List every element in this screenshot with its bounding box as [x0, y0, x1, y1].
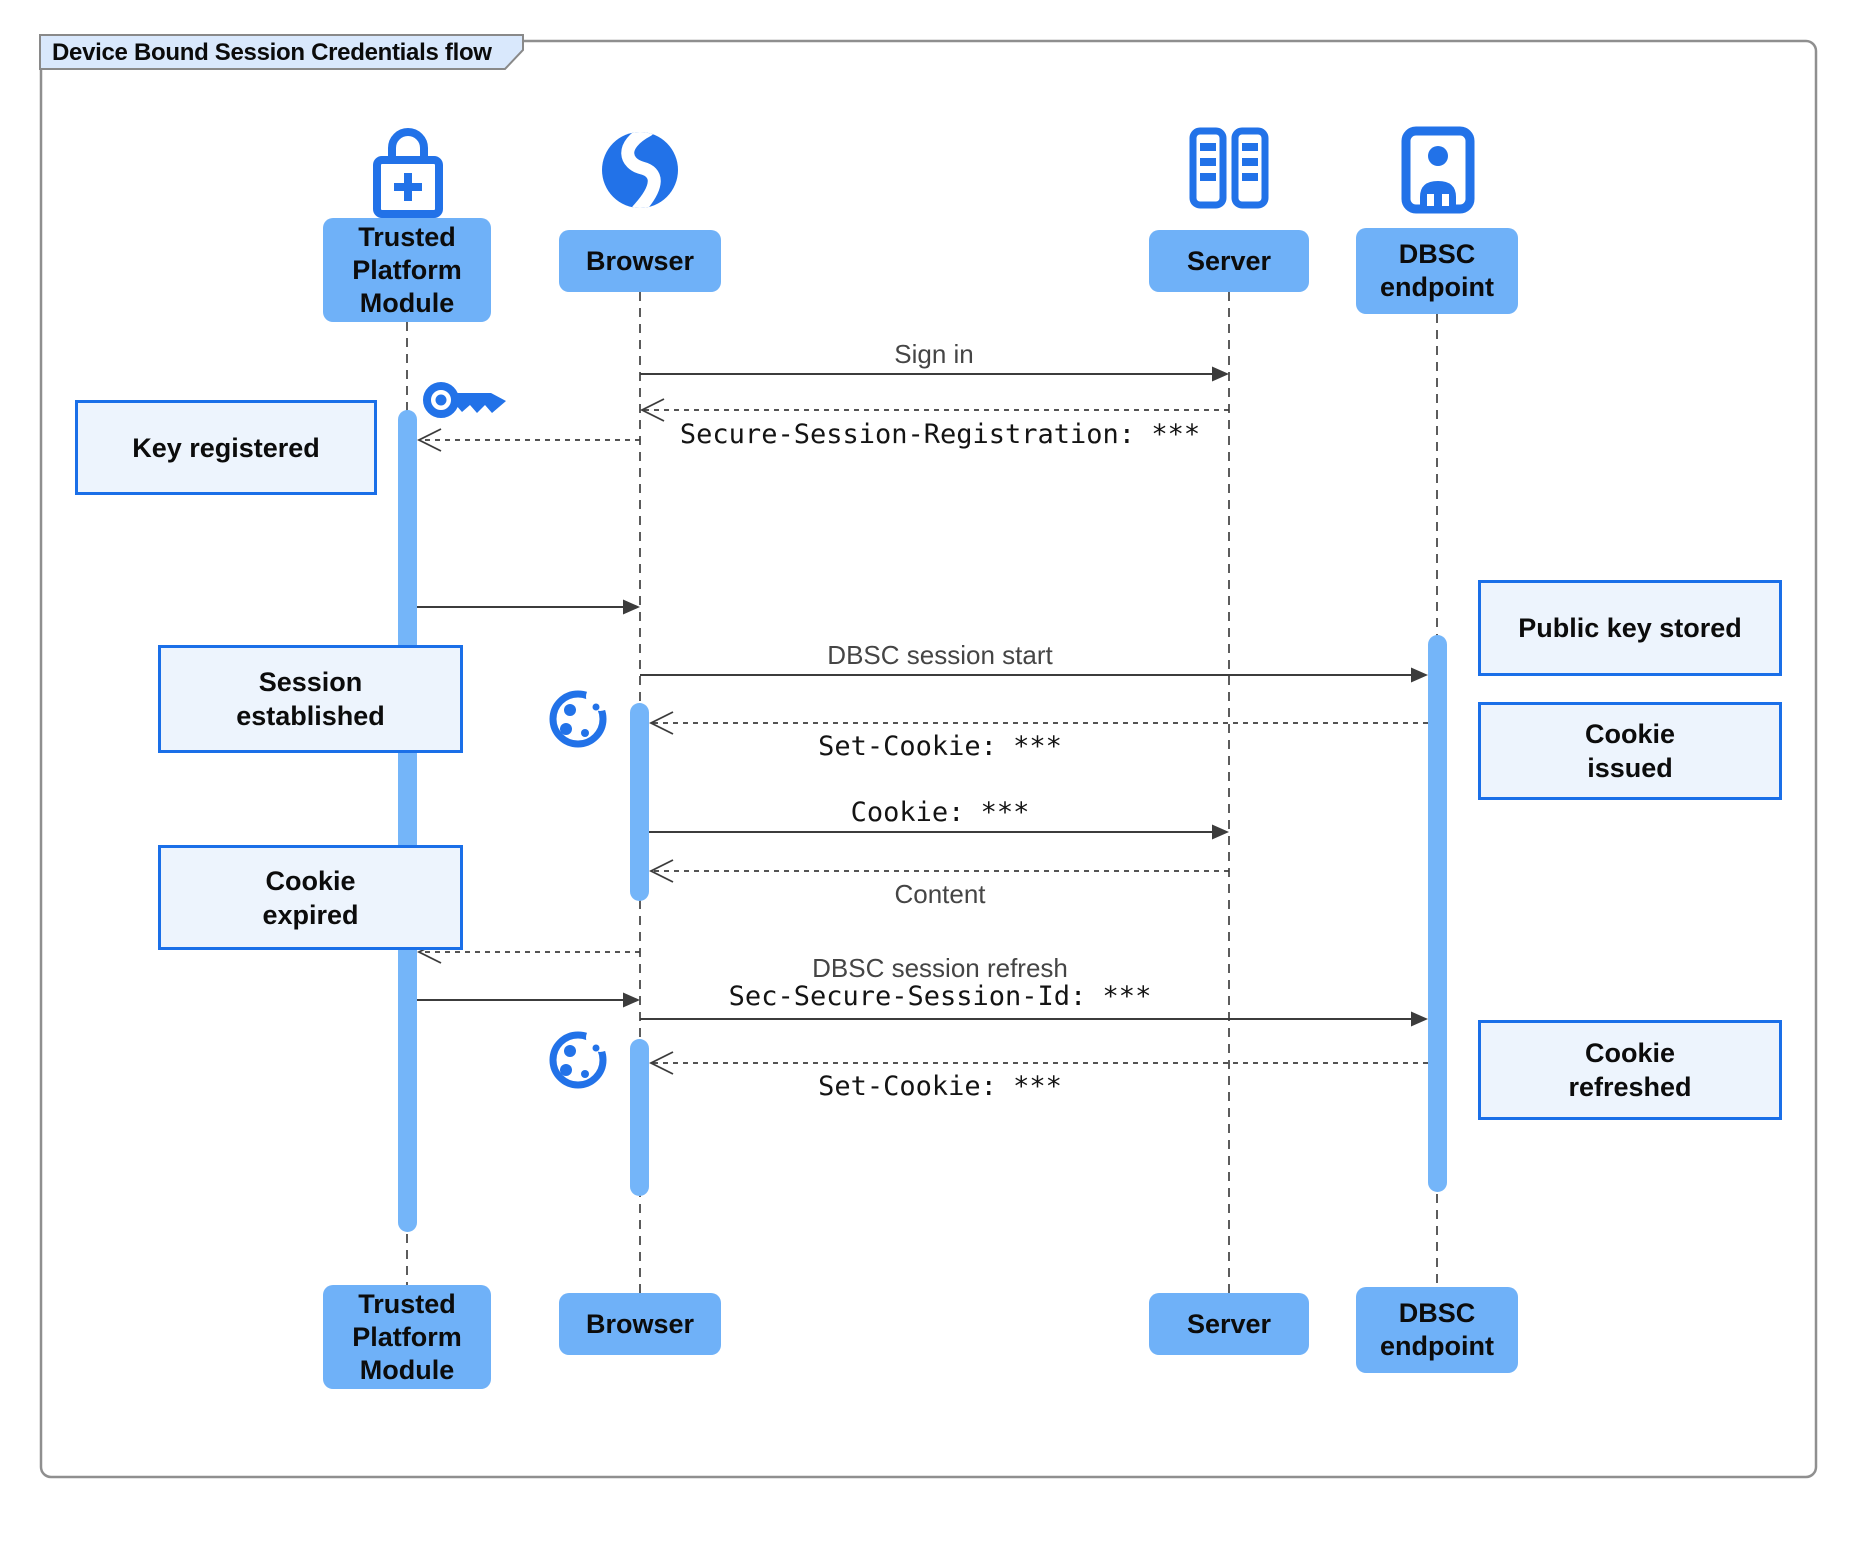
participant-dbsc-bottom: DBSC endpoint — [1356, 1287, 1518, 1373]
note-cookie-issued: Cookie issued — [1478, 702, 1782, 800]
arrow-browser-to-tpm-1 — [416, 428, 640, 452]
participant-dbsc-top: DBSC endpoint — [1356, 228, 1518, 314]
diagram-title: Device Bound Session Credentials flow — [52, 39, 492, 66]
arrow-set-cookie-1 — [648, 711, 1428, 735]
person-door-icon — [1398, 124, 1478, 216]
participant-server-bottom: Server — [1149, 1293, 1309, 1355]
participant-browser-top: Browser — [559, 230, 721, 292]
note-key-registered: Key registered — [75, 400, 377, 495]
participant-server-top: Server — [1149, 230, 1309, 292]
message-content: Content — [894, 879, 986, 909]
message-dbsc-session-refresh: DBSC session refresh — [812, 953, 1068, 983]
cookie-icon — [545, 1023, 613, 1091]
activation-bar-browser-2 — [630, 1039, 649, 1196]
activation-bar-browser-1 — [630, 703, 649, 901]
globe-icon — [598, 128, 682, 212]
message-sign-in: Sign in — [894, 339, 974, 369]
message-secure-session-registration: Secure-Session-Registration: *** — [679, 419, 1201, 450]
key-icon — [421, 374, 511, 424]
activation-bar-tpm — [398, 410, 417, 1232]
arrow-dbsc-session-refresh — [640, 1011, 1428, 1027]
arrow-sign-in — [640, 366, 1229, 382]
note-cookie-expired: Cookie expired — [158, 845, 463, 950]
arrow-tpm-to-browser-2 — [417, 992, 640, 1008]
arrow-secure-session-registration — [639, 398, 1229, 422]
message-set-cookie-1: Set-Cookie: *** — [818, 731, 1062, 762]
cookie-icon — [545, 682, 613, 750]
arrow-set-cookie-2 — [648, 1051, 1428, 1075]
server-rack-icon — [1187, 126, 1271, 210]
activation-bar-dbsc — [1428, 635, 1447, 1192]
title-tab — [39, 34, 524, 70]
lock-plus-icon — [368, 120, 448, 220]
arrow-content — [648, 859, 1229, 883]
diagram-border — [39, 39, 1818, 1479]
arrow-tpm-to-browser-1 — [417, 599, 640, 615]
note-public-key-stored: Public key stored — [1478, 580, 1782, 676]
participant-tpm-top: Trusted Platform Module — [323, 218, 491, 322]
note-session-established: Session established — [158, 645, 463, 753]
arrow-dbsc-session-start — [640, 667, 1428, 683]
message-sec-secure-session-id: Sec-Secure-Session-Id: *** — [728, 981, 1152, 1012]
message-dbsc-session-start: DBSC session start — [827, 640, 1053, 670]
message-set-cookie-2: Set-Cookie: *** — [818, 1071, 1062, 1102]
participant-browser-bottom: Browser — [559, 1293, 721, 1355]
participant-tpm-bottom: Trusted Platform Module — [323, 1285, 491, 1389]
message-cookie: Cookie: *** — [850, 797, 1030, 828]
arrow-cookie — [649, 824, 1229, 840]
note-cookie-refreshed: Cookie refreshed — [1478, 1020, 1782, 1120]
